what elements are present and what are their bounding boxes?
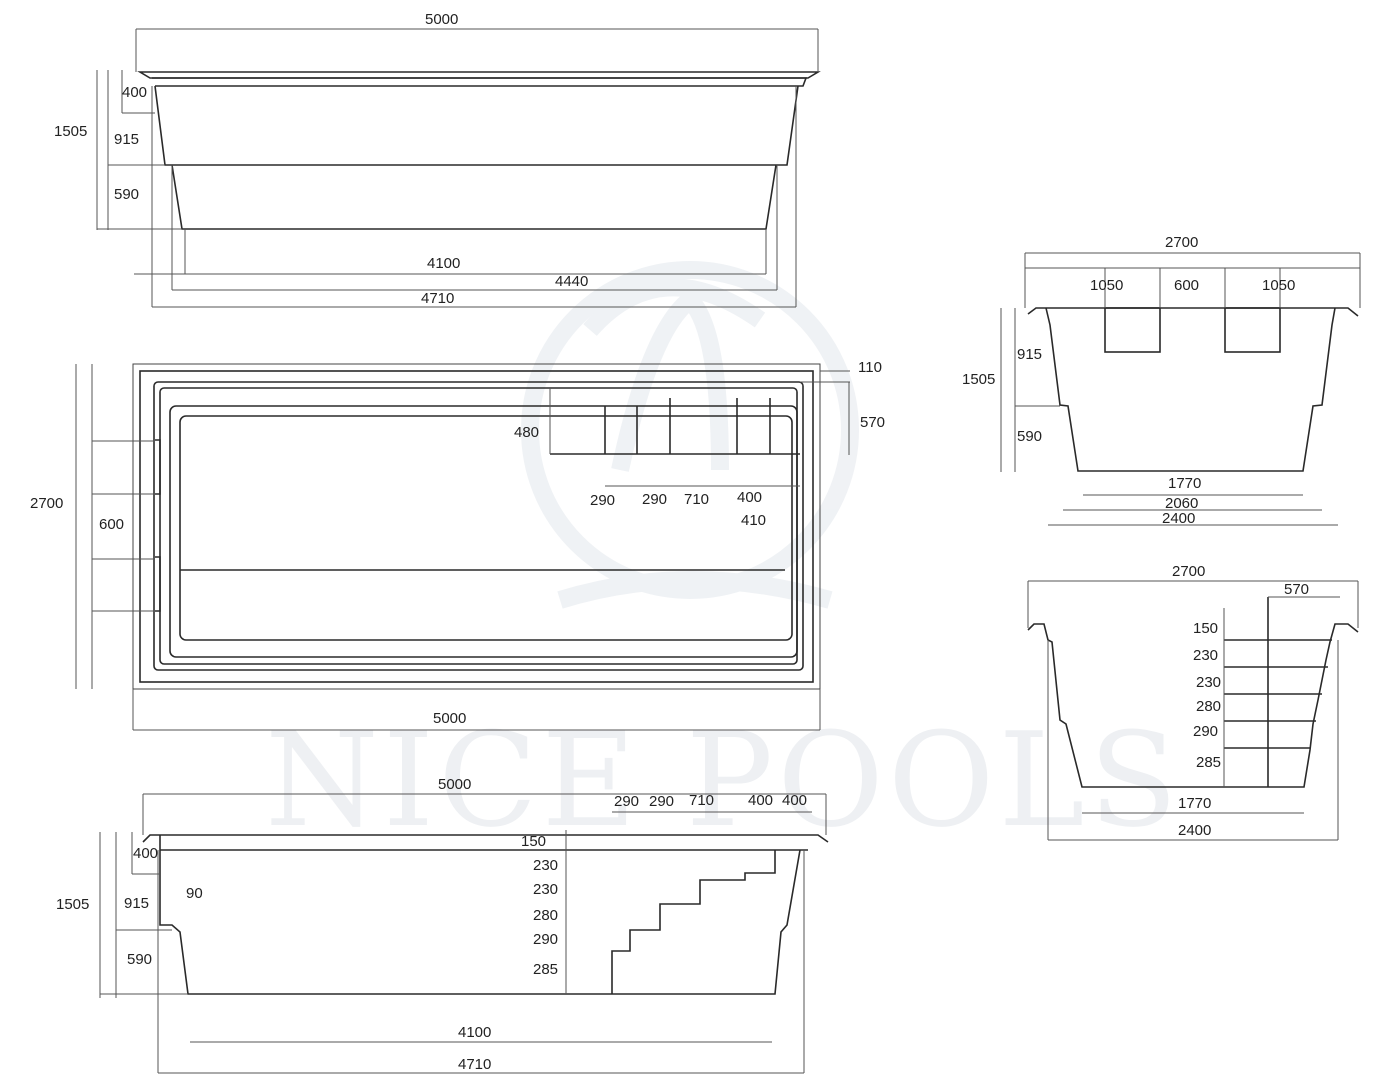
dim-step-h-1: 230 [1193, 647, 1218, 664]
dim-overall-width: 2700 [1165, 234, 1198, 251]
dim-step-depth: 480 [514, 424, 539, 441]
dim-step-w-2: 710 [689, 792, 714, 809]
dim-split-0: 1050 [1090, 277, 1123, 294]
dim-step-h-1: 230 [533, 857, 558, 874]
dim-step-h-4: 290 [533, 931, 558, 948]
dim-floor-length: 4100 [458, 1024, 491, 1041]
dim-lower-depth: 590 [114, 186, 139, 203]
dim-body-length: 4710 [421, 290, 454, 307]
dim-step-h-2: 230 [1196, 674, 1221, 691]
dim-step-h-0: 150 [1193, 620, 1218, 637]
dim-upper-depth: 915 [124, 895, 149, 912]
dim-split-2: 1050 [1262, 277, 1295, 294]
dim-wall-offset: 90 [186, 885, 203, 902]
plan-view: 2700 600 5000 110 570 480 290 290 710 40… [30, 359, 885, 731]
dim-step-w-1: 290 [649, 793, 674, 810]
dim-floor-width: 1770 [1178, 795, 1211, 812]
dim-body-length: 4710 [458, 1056, 491, 1073]
dim-step-h-5: 285 [1196, 754, 1221, 771]
dim-step-w-4: 400 [782, 792, 807, 809]
dim-side-offset: 410 [741, 512, 766, 529]
palm-tree-logo-icon [521, 261, 859, 609]
dim-step-w-0: 290 [614, 793, 639, 810]
dim-plan-width: 2700 [30, 495, 63, 512]
watermark-text: NICE POOLS [265, 704, 1182, 856]
dim-step-h-2: 230 [533, 881, 558, 898]
dim-lower-depth: 590 [1017, 428, 1042, 445]
dim-step-h-4: 290 [1193, 723, 1218, 740]
dim-lower-depth: 590 [127, 951, 152, 968]
dim-step-h-0: 150 [521, 833, 546, 850]
dim-total-depth: 1505 [56, 896, 89, 913]
dim-body-width: 2400 [1162, 510, 1195, 527]
dim-mid-width: 2060 [1165, 495, 1198, 512]
dim-split-1: 600 [1174, 277, 1199, 294]
dim-body-width: 2400 [1178, 822, 1211, 839]
dim-step-w-1: 290 [642, 491, 667, 508]
dim-upper-depth: 915 [1017, 346, 1042, 363]
dim-shelf-depth: 400 [122, 84, 147, 101]
dim-step-w-3: 400 [748, 792, 773, 809]
dim-floor-width: 1770 [1168, 475, 1201, 492]
dim-mid-length: 4440 [555, 273, 588, 290]
dim-step-h-3: 280 [533, 907, 558, 924]
dim-step-h-3: 280 [1196, 698, 1221, 715]
dim-coping: 110 [858, 359, 882, 376]
dim-overall-width: 2700 [1172, 563, 1205, 580]
end-view-steps: 2700 570 150 230 230 280 290 285 1770 24… [1027, 563, 1359, 841]
dim-shelf-depth: 400 [133, 845, 158, 862]
dim-step-w-2: 710 [684, 491, 709, 508]
dim-plan-length: 5000 [433, 710, 466, 727]
dim-step-w-0: 290 [590, 492, 615, 509]
dim-floor-length: 4100 [427, 255, 460, 272]
dim-total-depth: 1505 [962, 371, 995, 388]
dim-upper-depth: 915 [114, 131, 139, 148]
dim-bench-width: 600 [99, 516, 124, 533]
dim-step-zone: 570 [860, 414, 885, 431]
dim-step-zone: 570 [1284, 581, 1309, 598]
side-view-top: 5000 1505 400 915 590 4100 4440 4710 [54, 11, 821, 308]
dim-overall-length: 5000 [425, 11, 458, 28]
side-view-bottom: 5000 1505 400 915 590 90 290 290 710 400… [56, 776, 829, 1074]
dim-step-h-5: 285 [533, 961, 558, 978]
dim-length: 5000 [438, 776, 471, 793]
dim-total-depth: 1505 [54, 123, 87, 140]
dim-step-w-3: 400 [737, 489, 762, 506]
end-view-benches: 2700 1050 600 1050 1505 915 590 1770 206… [962, 234, 1361, 527]
